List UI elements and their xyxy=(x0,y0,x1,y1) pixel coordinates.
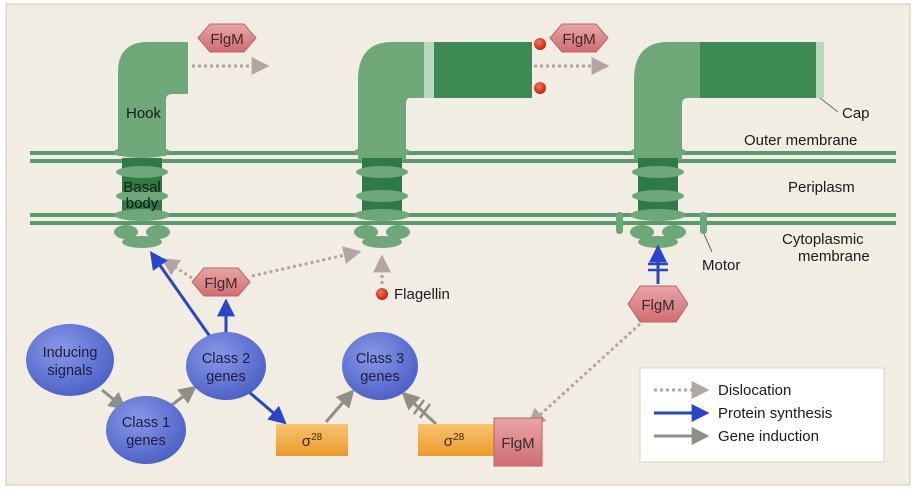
flgm-top-2: FlgM xyxy=(550,24,608,52)
flgm-mid: FlgM xyxy=(192,268,250,296)
class-2-genes: Class 2 genes xyxy=(186,332,266,400)
sigma28-free: σ28 xyxy=(276,424,348,456)
flagellin-label: Flagellin xyxy=(394,286,450,303)
flagellin-dot-top xyxy=(534,38,546,50)
flgm-right-label: FlgM xyxy=(641,297,674,314)
cytoplasmic-membrane-label-1: Cytoplasmic xyxy=(782,231,864,248)
sigma28-free-sup: 28 xyxy=(311,432,323,443)
class-3-genes: Class 3 genes xyxy=(342,332,418,400)
sigma28-complex-sup: 28 xyxy=(453,432,465,443)
inducing-signals-line1: Inducing xyxy=(43,345,98,361)
hook-label: Hook xyxy=(126,105,162,122)
inducing-signals-line2: signals xyxy=(47,363,92,379)
cytoplasmic-membrane-label-2: membrane xyxy=(798,248,870,265)
class-1-line2: genes xyxy=(126,433,166,449)
flagellin-dot-bottom xyxy=(534,82,546,94)
cap-label: Cap xyxy=(842,105,870,122)
flagellin-dot xyxy=(376,288,388,300)
flgm-right: FlgM xyxy=(628,286,688,322)
legend-label-dislocation: Dislocation xyxy=(718,382,791,399)
motor-label: Motor xyxy=(702,257,740,274)
periplasm-label: Periplasm xyxy=(788,179,855,196)
class-2-line1: Class 2 xyxy=(202,351,250,367)
basal-body-label-1: Basal xyxy=(123,179,161,196)
flgm-top-1-label: FlgM xyxy=(210,31,243,48)
outer-membrane-label: Outer membrane xyxy=(744,132,857,149)
flgm-top-1: FlgM xyxy=(198,24,256,52)
class-3-line1: Class 3 xyxy=(356,351,404,367)
flgm-top-2-label: FlgM xyxy=(562,31,595,48)
class-2-line2: genes xyxy=(206,369,246,385)
class-1-genes: Class 1 genes xyxy=(106,396,186,464)
inducing-signals: Inducing signals xyxy=(26,324,114,396)
class-3-line2: genes xyxy=(360,369,400,385)
legend: Dislocation Protein synthesis Gene induc… xyxy=(640,368,884,462)
flgm-mid-label: FlgM xyxy=(204,275,237,292)
basal-body-label-2: body xyxy=(126,195,159,212)
class-1-line1: Class 1 xyxy=(122,415,170,431)
legend-label-protein-synthesis: Protein synthesis xyxy=(718,405,832,422)
legend-label-gene-induction: Gene induction xyxy=(718,428,819,445)
flgm-complex-label: FlgM xyxy=(501,435,534,452)
